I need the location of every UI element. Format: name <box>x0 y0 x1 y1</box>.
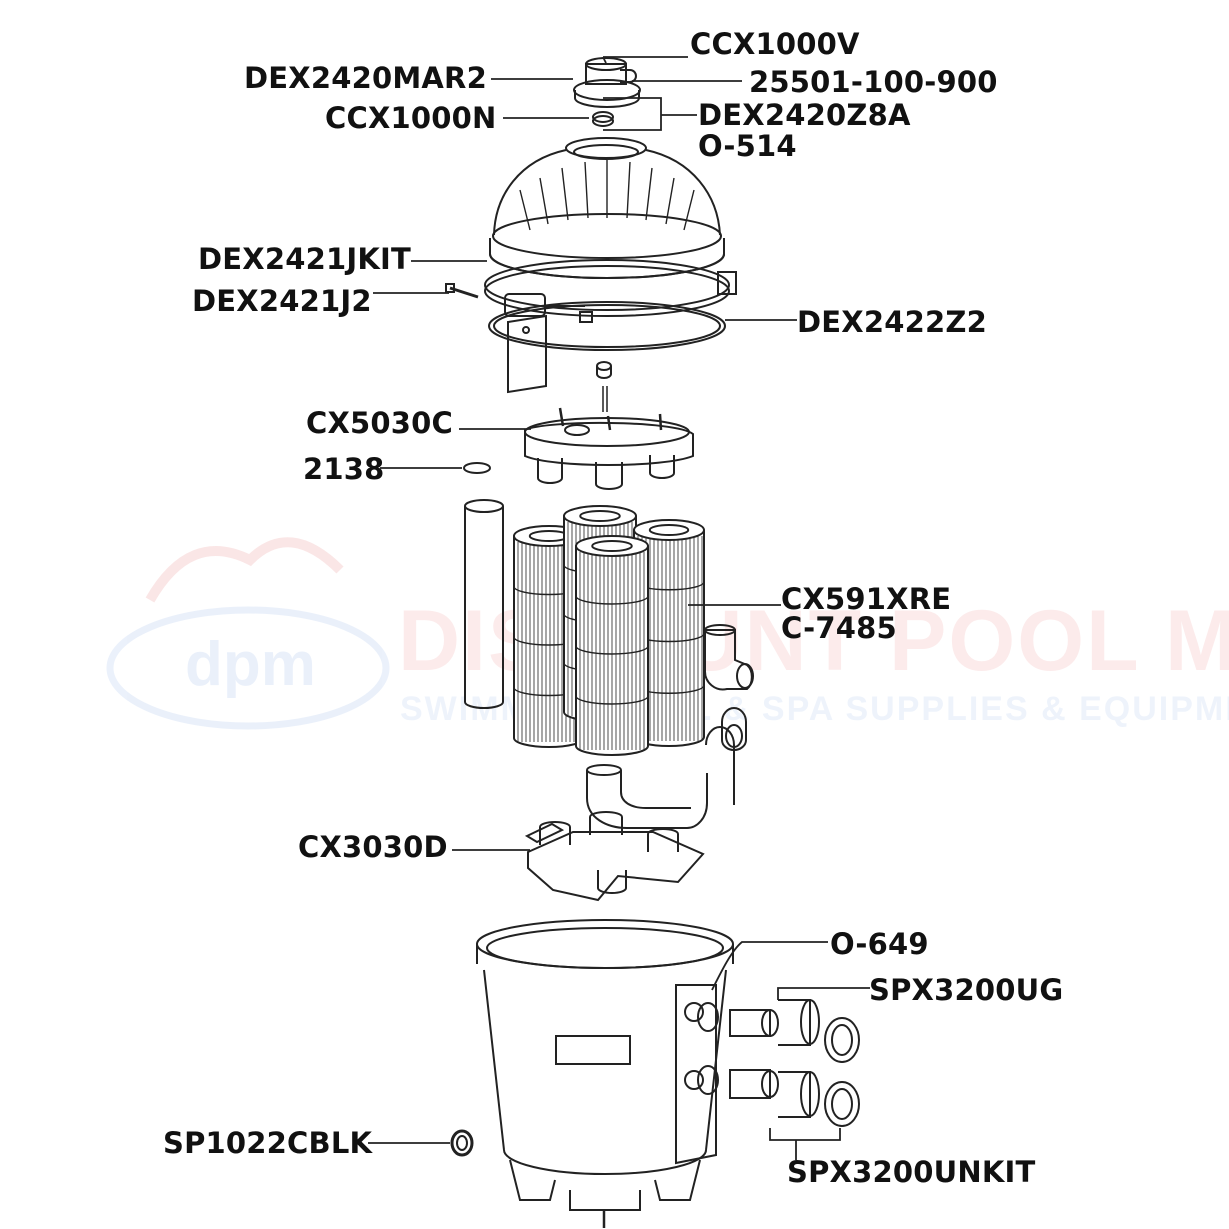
label-2138: 2138 <box>303 452 385 486</box>
warning-tag <box>507 314 547 394</box>
label-dex2422z2: DEX2422Z2 <box>797 305 987 339</box>
outlet-plumbing <box>586 707 747 829</box>
label-ccx1000v: CCX1000V <box>690 27 860 61</box>
filter-lid <box>489 137 725 279</box>
label-spx3200ug: SPX3200UG <box>869 973 1064 1007</box>
tank-oring <box>488 301 726 351</box>
label-dex2421j2: DEX2421J2 <box>192 284 372 318</box>
top-manifold <box>524 407 694 490</box>
label-c-7485: C-7485 <box>781 611 897 645</box>
filter-tank <box>476 919 734 1228</box>
inlet-elbow <box>703 624 754 691</box>
union-fitting-upper <box>697 999 860 1063</box>
label-dex2420z8a: DEX2420Z8A <box>698 98 911 132</box>
union-fitting-lower <box>697 1065 860 1127</box>
manifold-cap <box>596 361 612 412</box>
filter-cartridges <box>513 505 705 756</box>
bottom-manifold <box>524 811 705 902</box>
label-o-649: O-649 <box>830 927 929 961</box>
valve-oring-nut <box>592 111 614 127</box>
watermark-logo: dpm <box>106 537 390 730</box>
leader-lines <box>368 56 870 1160</box>
label-cx3030d: CX3030D <box>298 830 448 864</box>
label-cx591xre: CX591XRE <box>781 582 952 616</box>
oring-2138 <box>463 462 491 474</box>
air-relief-valve <box>573 57 641 108</box>
drain-plug <box>450 1129 474 1157</box>
clamp-bolt <box>445 283 479 299</box>
center-pipe <box>464 499 504 709</box>
label-25501-100-900: 25501-100-900 <box>749 65 998 99</box>
label-dex2421jkit: DEX2421JKIT <box>198 242 411 276</box>
label-dex2420mar2: DEX2420MAR2 <box>244 61 487 95</box>
label-sp1022cblk: SP1022CBLK <box>163 1126 373 1160</box>
label-o-514: O-514 <box>698 129 797 163</box>
label-spx3200unkit: SPX3200UNKIT <box>787 1155 1036 1189</box>
label-cx5030c: CX5030C <box>306 406 454 440</box>
cartridge-front <box>575 535 649 756</box>
watermark-logo-text: dpm <box>185 630 316 699</box>
label-ccx1000n: CCX1000N <box>325 101 497 135</box>
